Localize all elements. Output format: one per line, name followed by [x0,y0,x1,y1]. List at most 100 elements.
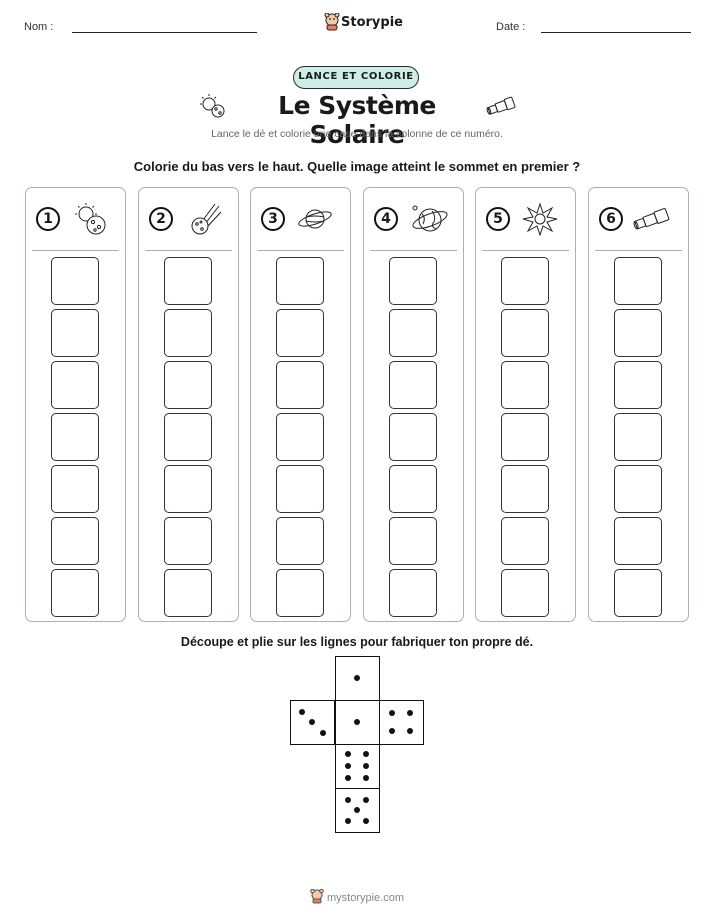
color-box[interactable] [51,361,99,409]
color-box[interactable] [51,517,99,565]
brand-logo: Storypie [324,12,403,32]
sun-moon-icon [75,203,106,235]
die-face [335,700,380,745]
color-box[interactable] [276,309,324,357]
sun-moon-icon [200,94,225,118]
column-number: 4 [374,207,398,231]
color-box[interactable] [614,517,662,565]
color-box[interactable] [164,465,212,513]
footer-url: mystorypie.com [326,892,405,904]
column-3: 3 [250,187,351,622]
die-pip [407,709,414,716]
color-box[interactable] [614,569,662,617]
color-box[interactable] [164,257,212,305]
die-pip [363,763,370,769]
color-box[interactable] [389,465,437,513]
color-box[interactable] [276,517,324,565]
column-divider [370,250,457,251]
comet-icon [191,203,222,235]
color-box[interactable] [164,309,212,357]
column-divider [32,250,119,251]
color-box[interactable] [501,309,549,357]
column-divider [145,250,232,251]
die-face [290,700,335,745]
die-pip [319,729,326,736]
die-pip [354,675,360,681]
die-face [335,744,380,789]
color-box[interactable] [389,309,437,357]
column-divider [482,250,569,251]
color-box[interactable] [389,361,437,409]
column-divider [595,250,682,251]
column-4: 4 [363,187,464,622]
die-pip [363,817,370,824]
coloring-instruction: Colorie du bas vers le haut. Quelle imag… [133,159,581,174]
color-box[interactable] [164,517,212,565]
color-box[interactable] [389,569,437,617]
telescope-icon [486,96,516,115]
color-box[interactable] [501,257,549,305]
die-face [379,700,424,745]
color-box[interactable] [501,361,549,409]
column-number: 1 [36,207,60,231]
die-pip [363,774,370,781]
color-box[interactable] [389,517,437,565]
die-pip [354,807,360,813]
color-box[interactable] [51,309,99,357]
color-box[interactable] [276,413,324,461]
name-label: Nom : [24,21,54,33]
die-instruction: Découpe et plie sur les lignes pour fabr… [180,635,534,649]
die-pip [344,774,351,781]
color-box[interactable] [276,569,324,617]
color-box[interactable] [164,361,212,409]
color-box[interactable] [51,413,99,461]
die-pip [388,709,395,716]
die-pip [363,751,370,758]
color-box[interactable] [51,569,99,617]
die-pip [298,708,305,715]
die-pip [344,751,351,758]
color-box[interactable] [276,361,324,409]
color-box[interactable] [501,569,549,617]
column-1: 1 [25,187,126,622]
column-number: 6 [599,207,623,231]
column-2: 2 [138,187,239,622]
saturn-icon [298,209,332,229]
storypie-mascot-icon [310,888,324,904]
activity-tag: LANCE ET COLORIE [293,66,419,89]
color-box[interactable] [276,465,324,513]
color-box[interactable] [51,465,99,513]
footer: mystorypie.com [0,888,714,904]
die-pip [363,796,370,803]
die-face [335,656,380,701]
color-box[interactable] [51,257,99,305]
color-box[interactable] [276,257,324,305]
date-label: Date : [496,21,526,33]
color-box[interactable] [164,569,212,617]
color-box[interactable] [389,257,437,305]
column-number: 3 [261,207,285,231]
color-box[interactable] [501,413,549,461]
color-box[interactable] [614,257,662,305]
color-box[interactable] [501,517,549,565]
die-pip [354,719,360,725]
color-box[interactable] [614,465,662,513]
color-box[interactable] [389,413,437,461]
column-5: 5 [475,187,576,622]
die-face [335,788,380,833]
column-number: 2 [149,207,173,231]
name-field[interactable] [72,32,257,33]
color-box[interactable] [614,413,662,461]
telescope-icon [633,208,670,230]
color-box[interactable] [164,413,212,461]
color-box[interactable] [614,309,662,357]
column-number: 5 [486,207,510,231]
earth-icon [412,205,448,232]
subtitle: Lance le dé et colorie une case dans la … [211,128,503,140]
die-pip [344,796,351,803]
color-box[interactable] [501,465,549,513]
die-pip [309,719,315,725]
date-field[interactable] [541,32,691,33]
column-6: 6 [588,187,689,622]
color-box[interactable] [614,361,662,409]
